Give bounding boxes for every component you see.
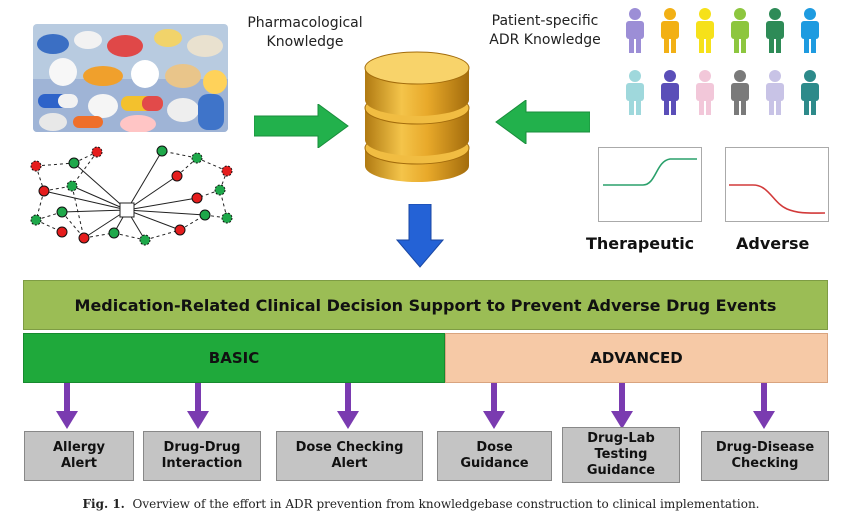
therapeutic-curve xyxy=(598,147,702,227)
person-icon xyxy=(766,70,784,115)
purple-arrow-icon xyxy=(611,383,633,429)
person-icon xyxy=(731,70,749,115)
pills-photo xyxy=(33,24,228,132)
basic-tier-bar: BASIC xyxy=(23,333,445,383)
adverse-label: Adverse xyxy=(736,234,810,253)
drug-lab-testing-guidance-box: Drug-Lab Testing Guidance xyxy=(562,427,680,483)
allergy-alert-box: Allergy Alert xyxy=(24,431,134,481)
person-icon xyxy=(661,70,679,115)
person-icon xyxy=(801,8,819,53)
person-icon xyxy=(626,70,644,115)
drug-drug-interaction-box: Drug-Drug Interaction xyxy=(143,431,261,481)
person-icon xyxy=(766,8,784,53)
cds-title-bar: Medication-Related Clinical Decision Sup… xyxy=(23,280,828,330)
person-icon xyxy=(731,8,749,53)
purple-arrow-icon xyxy=(187,383,209,429)
person-icon xyxy=(696,8,714,53)
patient-population xyxy=(620,6,830,126)
advanced-tier-bar: ADVANCED xyxy=(445,333,828,383)
arrow-right-icon xyxy=(253,103,350,153)
person-icon xyxy=(696,70,714,115)
pharmacological-knowledge-label: Pharmacological Knowledge xyxy=(247,15,363,50)
caption-prefix: Fig. 1. xyxy=(82,497,125,511)
database-icon xyxy=(361,48,473,189)
purple-arrow-icon xyxy=(483,383,505,429)
arrow-left-icon xyxy=(494,99,591,149)
caption-text: Overview of the effort in ADR prevention… xyxy=(132,497,760,511)
person-icon xyxy=(801,70,819,115)
purple-arrow-icon xyxy=(337,383,359,429)
adr-knowledge-label: Patient-specific ADR Knowledge xyxy=(489,13,601,48)
purple-arrow-icon xyxy=(753,383,775,429)
therapeutic-label: Therapeutic xyxy=(586,234,695,253)
purple-arrows xyxy=(56,383,775,429)
figure-caption: Fig. 1. Overview of the effort in ADR pr… xyxy=(0,497,842,511)
drug-disease-checking-box: Drug-Disease Checking xyxy=(701,431,829,481)
network-graph-icon xyxy=(22,138,244,250)
adverse-curve xyxy=(725,147,829,227)
arrow-down-icon xyxy=(395,203,445,273)
dose-guidance-box: Dose Guidance xyxy=(437,431,552,481)
person-icon xyxy=(661,8,679,53)
purple-arrow-icon xyxy=(56,383,78,429)
person-icon xyxy=(626,8,644,53)
dose-checking-alert-box: Dose Checking Alert xyxy=(276,431,423,481)
